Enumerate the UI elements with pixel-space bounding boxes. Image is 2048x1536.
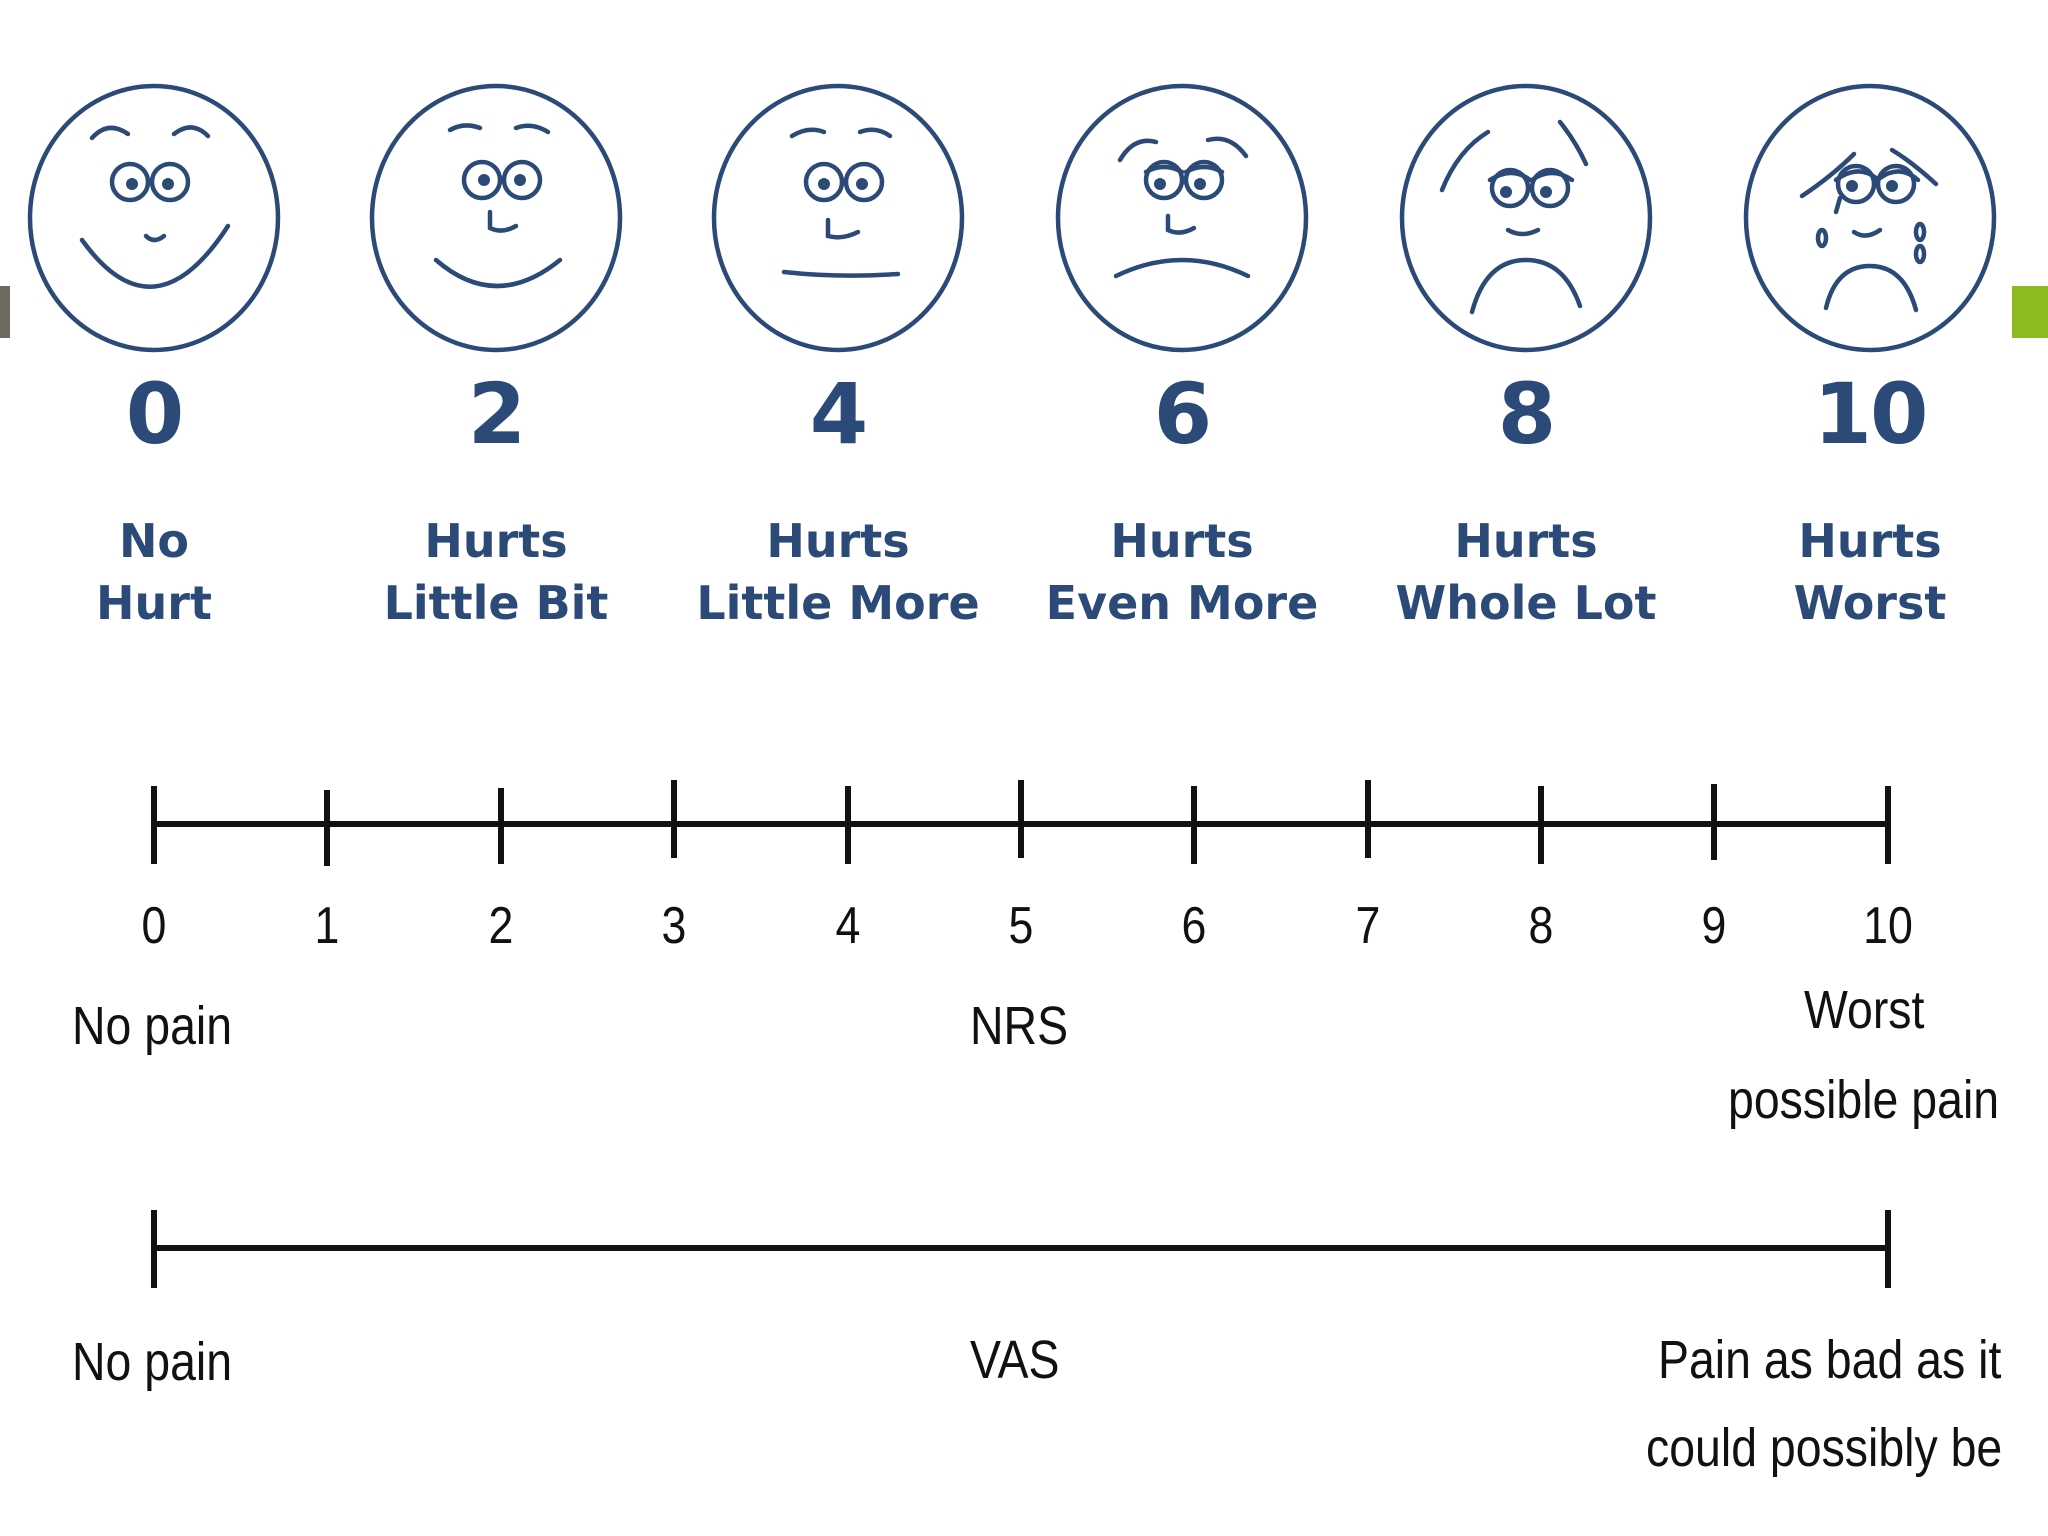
- very-sad-face-icon: [1399, 83, 1653, 353]
- nrs-tick-label-9: 9: [1701, 897, 1727, 955]
- nrs-right-label-line1: Worst: [1804, 980, 1925, 1040]
- right-accent-bar: [2012, 286, 2048, 338]
- nrs-tick-label-2: 2: [488, 897, 514, 955]
- very-happy-face-icon: [27, 83, 281, 353]
- vas-right-label-line2: could possibly be: [1646, 1418, 2003, 1478]
- nrs-tick-label-0: 0: [141, 897, 167, 955]
- nrs-left-label: No pain: [72, 996, 233, 1056]
- face-score-6: 6: [1153, 365, 1212, 463]
- face-score-0: 0: [125, 365, 184, 463]
- nrs-right-label-line2: possible pain: [1728, 1070, 2000, 1130]
- nrs-tick-label-7: 7: [1355, 897, 1381, 955]
- face-score-8: 8: [1497, 365, 1556, 463]
- nrs-tick-label-1: 1: [314, 897, 340, 955]
- vas-title: VAS: [970, 1330, 1060, 1390]
- nrs-tick-label-3: 3: [661, 897, 687, 955]
- sad-face-icon: [1055, 83, 1309, 353]
- vas-left-label: No pain: [72, 1332, 233, 1392]
- nrs-tick-label-5: 5: [1008, 897, 1034, 955]
- neutral-face-icon: [711, 83, 965, 353]
- nrs-tick-label-10: 10: [1863, 897, 1913, 955]
- nrs-scale-line: [151, 780, 1891, 866]
- vas-scale-line: [151, 1210, 1891, 1288]
- nrs-tick-label-8: 8: [1528, 897, 1554, 955]
- left-accent-bar: [0, 286, 10, 338]
- face-score-10: 10: [1813, 365, 1929, 463]
- face-score-4: 4: [809, 365, 868, 463]
- nrs-title: NRS: [970, 996, 1069, 1056]
- nrs-tick-label-4: 4: [835, 897, 861, 955]
- face-score-2: 2: [467, 365, 526, 463]
- nrs-tick-label-6: 6: [1181, 897, 1207, 955]
- crying-face-icon: [1743, 83, 1997, 353]
- happy-face-icon: [369, 83, 623, 353]
- vas-right-label-line1: Pain as bad as it: [1658, 1330, 2002, 1390]
